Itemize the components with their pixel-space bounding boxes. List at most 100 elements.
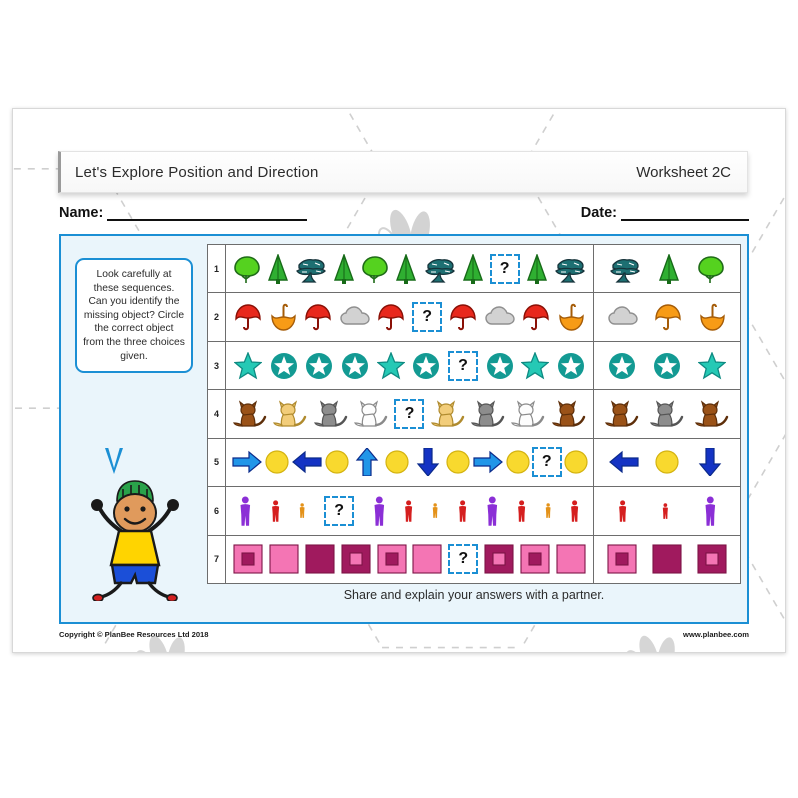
tree-icon-pine[interactable] — [658, 253, 680, 284]
name-input-line[interactable] — [107, 207, 308, 221]
people-icon-red[interactable] — [517, 500, 526, 522]
arrow-icon-right[interactable] — [231, 448, 263, 476]
people-icon-red[interactable] — [404, 500, 413, 522]
umbrella-icon-cloud[interactable] — [485, 305, 515, 329]
tree-icon-round[interactable] — [233, 254, 261, 284]
star-icon-circle[interactable] — [653, 352, 681, 380]
people-icon-red[interactable] — [458, 500, 467, 522]
choice-cell[interactable] — [697, 544, 727, 574]
choice-cell[interactable] — [607, 544, 637, 574]
square-icon-pink-dark[interactable] — [607, 544, 637, 574]
people-icon-purple[interactable] — [239, 496, 252, 526]
people-icon-red[interactable] — [570, 500, 579, 522]
arrow-icon-dot[interactable] — [325, 450, 349, 474]
choice-cell[interactable] — [694, 400, 729, 428]
umbrella-icon-red[interactable] — [377, 302, 405, 332]
people-icon-purple[interactable] — [373, 496, 386, 526]
choice-cell[interactable] — [654, 302, 682, 332]
tree-icon-pine[interactable] — [267, 253, 289, 284]
square-icon-pink[interactable] — [269, 544, 299, 574]
star-icon-star[interactable] — [521, 351, 550, 380]
square-icon-pink-dark[interactable] — [233, 544, 263, 574]
choice-cell[interactable] — [650, 400, 684, 428]
arrow-icon-dot[interactable] — [506, 450, 530, 474]
people-icon-orange[interactable] — [432, 503, 438, 519]
arrow-icon-left[interactable] — [291, 448, 323, 476]
tree-icon-pine[interactable] — [462, 253, 484, 284]
square-icon-magenta[interactable] — [305, 544, 335, 574]
choice-cell[interactable] — [605, 400, 639, 428]
star-icon-circle[interactable] — [412, 352, 440, 380]
people-icon-red-small[interactable] — [662, 503, 669, 519]
star-icon-circle[interactable] — [486, 352, 514, 380]
people-icon-purple[interactable] — [704, 496, 717, 526]
arrow-icon-dot[interactable] — [385, 450, 410, 474]
cat-icon-brown[interactable] — [694, 400, 729, 428]
star-icon-circle[interactable] — [305, 352, 333, 380]
square-icon-pink[interactable] — [556, 544, 586, 574]
choice-cell[interactable] — [609, 254, 641, 284]
star-icon-circle[interactable] — [608, 352, 636, 380]
star-icon-circle[interactable] — [557, 352, 585, 380]
choice-cell[interactable] — [608, 305, 638, 329]
choice-cell[interactable] — [608, 352, 636, 380]
tree-icon-pine[interactable] — [395, 253, 417, 284]
tree-icon-pine[interactable] — [333, 253, 355, 284]
arrow-icon-left[interactable] — [608, 448, 640, 476]
cat-icon-grey[interactable] — [313, 400, 348, 428]
umbrella-icon-orange-down[interactable] — [269, 302, 297, 332]
missing-object-box[interactable]: ? — [447, 350, 478, 381]
cat-icon-grey[interactable] — [471, 400, 505, 428]
missing-object-box[interactable]: ? — [531, 447, 562, 478]
cat-icon-tan[interactable] — [430, 400, 465, 428]
cat-icon-grey[interactable] — [650, 400, 684, 428]
people-icon-orange[interactable] — [299, 503, 305, 519]
arrow-icon-dot[interactable] — [655, 450, 679, 474]
arrow-icon-up[interactable] — [351, 448, 383, 477]
arrow-icon-down[interactable] — [694, 448, 726, 477]
cat-icon-white[interactable] — [511, 400, 545, 428]
cat-icon-brown[interactable] — [605, 400, 639, 428]
arrow-icon-dot[interactable] — [265, 450, 289, 474]
umbrella-icon-orange-down[interactable] — [557, 302, 585, 332]
tree-icon-pine[interactable] — [526, 253, 548, 284]
umbrella-icon-orange-up[interactable] — [654, 302, 682, 332]
square-icon-pink-dark[interactable] — [376, 544, 407, 574]
tree-icon-bonsai[interactable] — [554, 254, 586, 284]
missing-object-box[interactable]: ? — [324, 495, 355, 526]
star-icon-star[interactable] — [376, 351, 405, 380]
choice-cell[interactable] — [694, 448, 726, 477]
star-icon-star[interactable] — [697, 351, 726, 380]
square-icon-pink-dark[interactable] — [520, 544, 550, 574]
tree-icon-bonsai[interactable] — [609, 254, 641, 284]
missing-object-box[interactable]: ? — [412, 302, 443, 333]
choice-cell[interactable] — [655, 450, 679, 474]
square-icon-magenta-pink[interactable] — [484, 544, 514, 574]
choice-cell[interactable] — [697, 254, 725, 284]
choice-cell[interactable] — [608, 448, 640, 476]
choice-cell[interactable] — [697, 351, 726, 380]
choice-cell[interactable] — [658, 253, 680, 284]
choice-cell[interactable] — [618, 500, 627, 522]
tree-icon-round[interactable] — [697, 254, 725, 284]
tree-icon-bonsai[interactable] — [424, 254, 456, 284]
missing-object-box[interactable]: ? — [489, 253, 520, 284]
tree-icon-bonsai[interactable] — [295, 254, 327, 284]
cat-icon-white[interactable] — [354, 400, 388, 428]
missing-object-box[interactable]: ? — [448, 544, 479, 575]
arrow-icon-dot[interactable] — [445, 450, 470, 474]
square-icon-magenta[interactable] — [652, 544, 682, 574]
website-link[interactable]: www.planbee.com — [683, 630, 749, 639]
square-icon-magenta-pink[interactable] — [341, 544, 371, 574]
choice-cell[interactable] — [662, 503, 669, 519]
umbrella-icon-orange-down[interactable] — [698, 302, 726, 332]
umbrella-icon-red[interactable] — [449, 302, 477, 332]
square-icon-pink[interactable] — [412, 544, 442, 574]
square-icon-magenta-pink[interactable] — [697, 544, 727, 574]
missing-object-box[interactable]: ? — [394, 398, 425, 429]
people-icon-red[interactable] — [271, 500, 280, 522]
star-icon-circle[interactable] — [270, 352, 298, 380]
umbrella-icon-red[interactable] — [304, 302, 332, 332]
cat-icon-tan[interactable] — [273, 400, 307, 428]
star-icon-circle[interactable] — [341, 352, 369, 380]
